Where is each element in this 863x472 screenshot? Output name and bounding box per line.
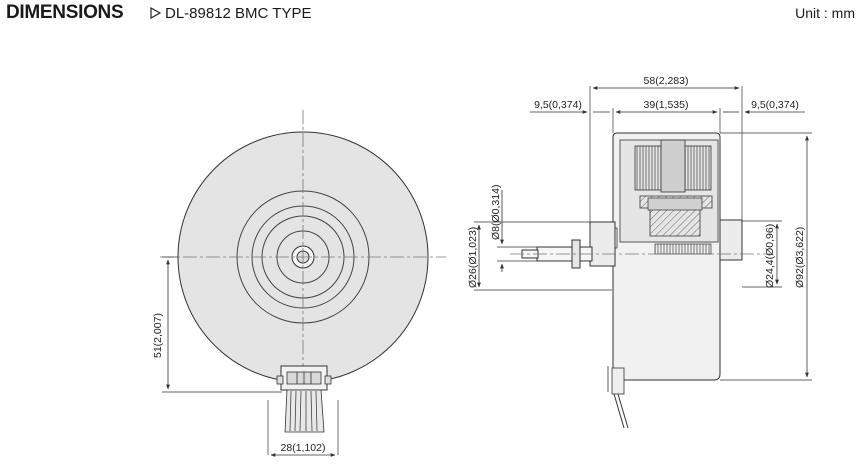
page-title: DIMENSIONS (6, 2, 124, 23)
outer-dia-dim: Ø92(Ø3,622) (794, 227, 806, 288)
model-subtitle-text: DL-89812 BMC TYPE (165, 5, 312, 22)
front-wire-bundle (284, 389, 325, 433)
shaft-dia-dim: Ø8(Ø0,314) (490, 185, 502, 240)
front-view: 51(2,007) 28(1,102) (152, 110, 446, 457)
side-magnet (654, 243, 712, 255)
model-subtitle: DL-89812 BMC TYPE (150, 5, 311, 22)
side-boss (589, 221, 616, 267)
side-coil-right (684, 145, 712, 191)
front-height-dim: 51(2,007) (152, 313, 164, 358)
side-coil-left (634, 145, 662, 191)
body-length-dim: 39(1,535) (644, 99, 689, 111)
left-flange-dim: 9,5(0,374) (534, 99, 582, 111)
side-stator-core (660, 139, 686, 193)
triangle-right-icon (150, 7, 161, 19)
side-right-flange (719, 219, 743, 261)
bearing-dia-dim: Ø24,4(Ø0,96) (764, 224, 776, 288)
side-cable-exit (611, 367, 625, 395)
boss-dia-dim: Ø26(Ø1,023) (467, 227, 479, 288)
side-view: 58(2,283) 9,5(0,374) 39(1,535) 9,5(0,374… (467, 75, 812, 429)
overall-length-dim: 58(2,283) (644, 75, 689, 87)
unit-label: Unit : mm (795, 5, 855, 21)
right-flange-dim: 9,5(0,374) (751, 99, 799, 111)
front-width-dim: 28(1,102) (281, 442, 326, 454)
